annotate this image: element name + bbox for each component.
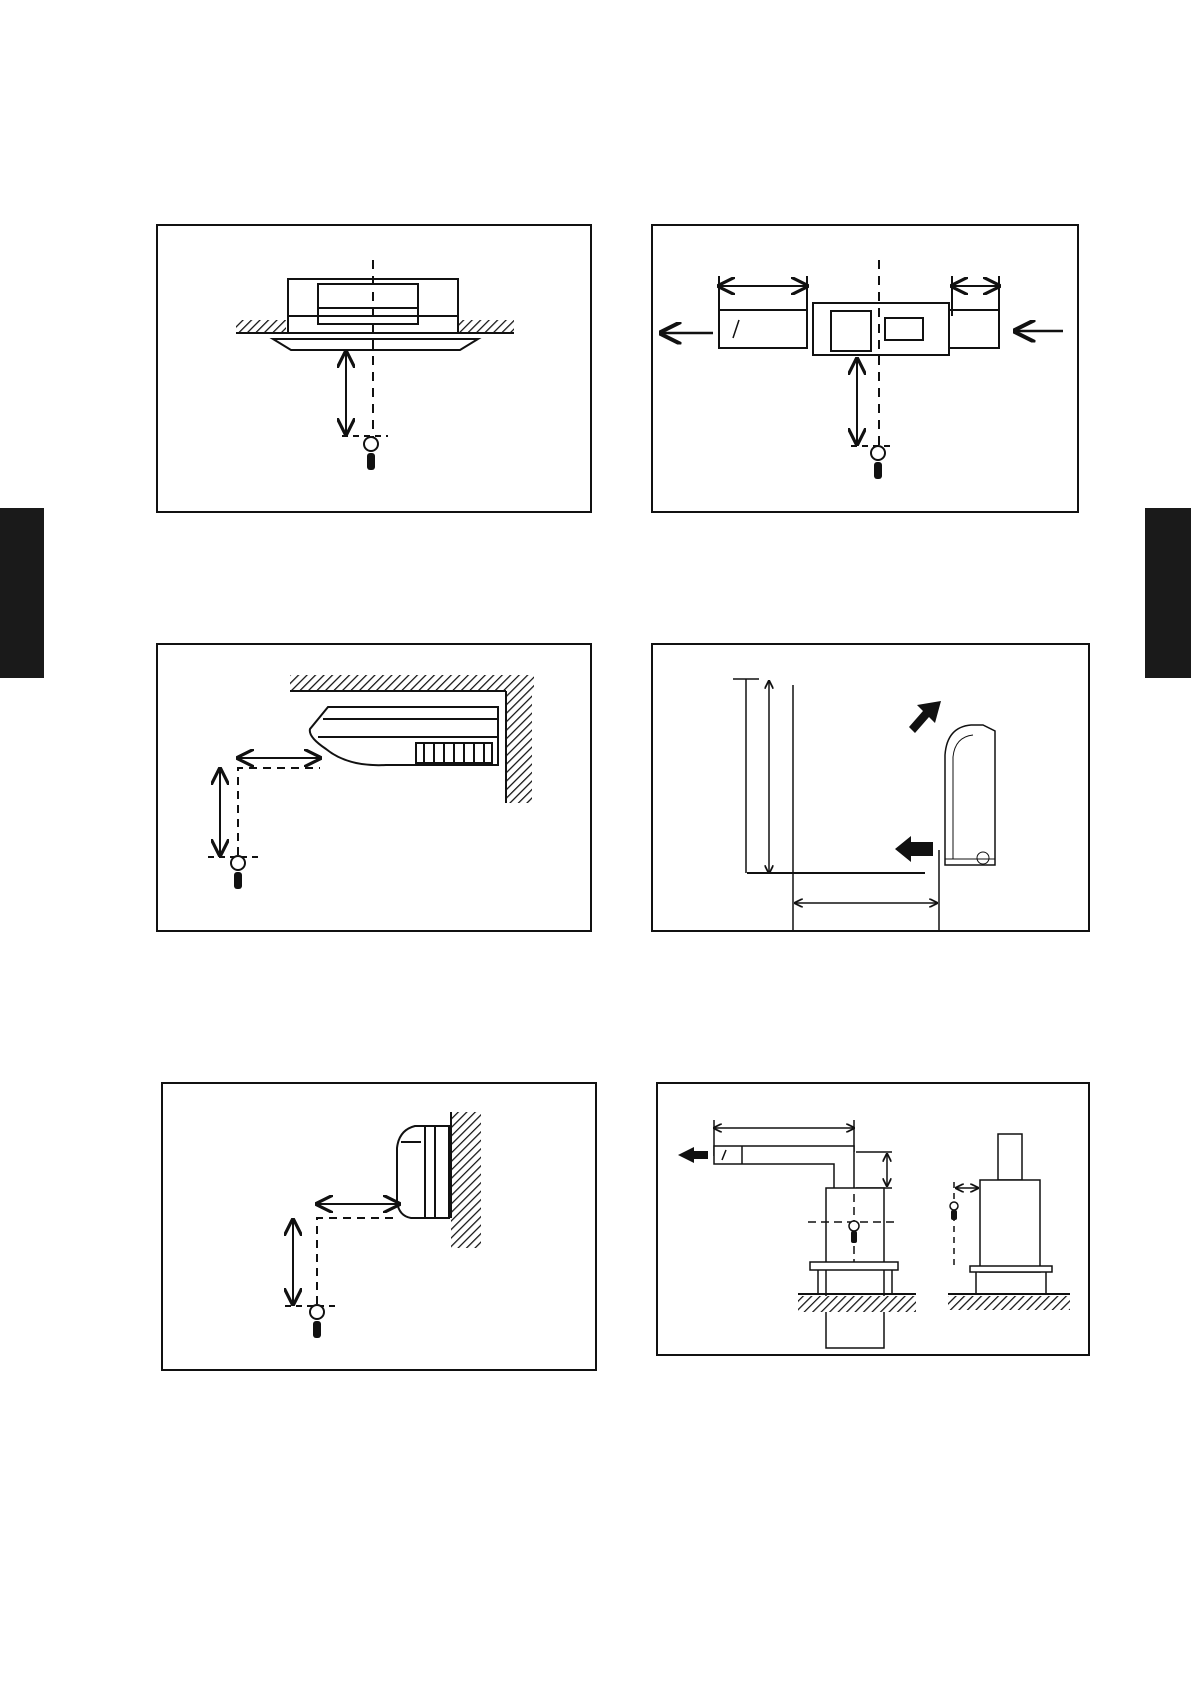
wall-unit-body [397, 1126, 449, 1218]
floor-hatch-left [798, 1296, 916, 1312]
right-edge-tab [1145, 508, 1191, 678]
sensor-head [871, 446, 885, 460]
sensor-head [364, 437, 378, 451]
sensor-head [231, 856, 245, 870]
floor-console-diagram [653, 645, 1092, 934]
dashed-reference-line [238, 768, 320, 855]
ceiling-suspended-diagram [158, 645, 594, 934]
sensor-body [234, 872, 242, 889]
wall-mounted-panel [161, 1082, 597, 1371]
ceiling-hatch [290, 675, 534, 691]
floor-console-panel [651, 643, 1090, 932]
ceiling-cassette-diagram [158, 226, 594, 515]
left-edge-tab [0, 508, 44, 678]
ducted-panel [651, 224, 1079, 513]
supply-duct [719, 310, 807, 348]
return-duct [949, 310, 999, 348]
wall-mounted-diagram [163, 1084, 599, 1373]
floor-hatch-right [948, 1296, 1070, 1310]
ceiling-suspended-panel [156, 643, 592, 932]
ducted-diagram [653, 226, 1081, 515]
side-view-unit [980, 1180, 1040, 1272]
wall-hatch [451, 1112, 481, 1248]
airflow-arrow [678, 1147, 708, 1163]
sensor-body [313, 1321, 321, 1338]
dashed-reference-line [317, 1218, 399, 1304]
floor-standing-ducted-diagram [658, 1084, 1092, 1358]
sensor-body [367, 453, 375, 470]
side-view-duct [998, 1134, 1022, 1180]
cassette-grille [273, 339, 478, 350]
sensor-body [874, 462, 882, 479]
sensor-head [310, 1305, 324, 1319]
ceiling-cassette-panel [156, 224, 592, 513]
ceiling-hatch-left [236, 320, 286, 332]
wall-hatch [506, 675, 532, 803]
floor-standing-ducted-panel [656, 1082, 1090, 1356]
inlet-airflow-arrow [895, 836, 933, 862]
outlet-airflow-arrow [909, 701, 941, 733]
